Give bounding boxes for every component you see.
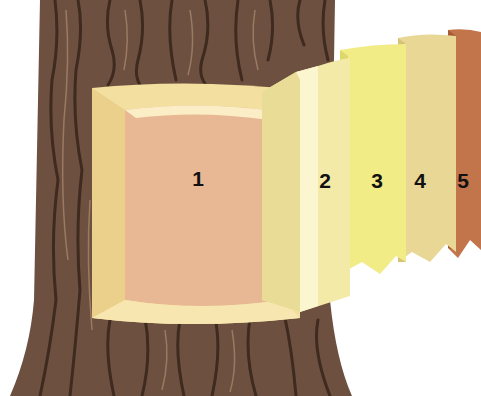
layer-2-side: [262, 72, 300, 312]
heartwood: [125, 105, 282, 306]
layer-2: [262, 58, 350, 312]
callout-number: 3: [371, 170, 383, 191]
window-bottom-bevel: [92, 300, 300, 324]
callout-number: 2: [319, 170, 331, 191]
callout-number: 5: [457, 170, 469, 191]
window-left-bevel: [92, 88, 125, 318]
callout-number: 4: [414, 170, 426, 191]
callout-number: 1: [192, 168, 204, 189]
window-top-bevel: [125, 105, 282, 120]
trunk-bark: [10, 0, 352, 396]
bark-texture: [40, 0, 330, 396]
layer-4: [398, 34, 456, 262]
